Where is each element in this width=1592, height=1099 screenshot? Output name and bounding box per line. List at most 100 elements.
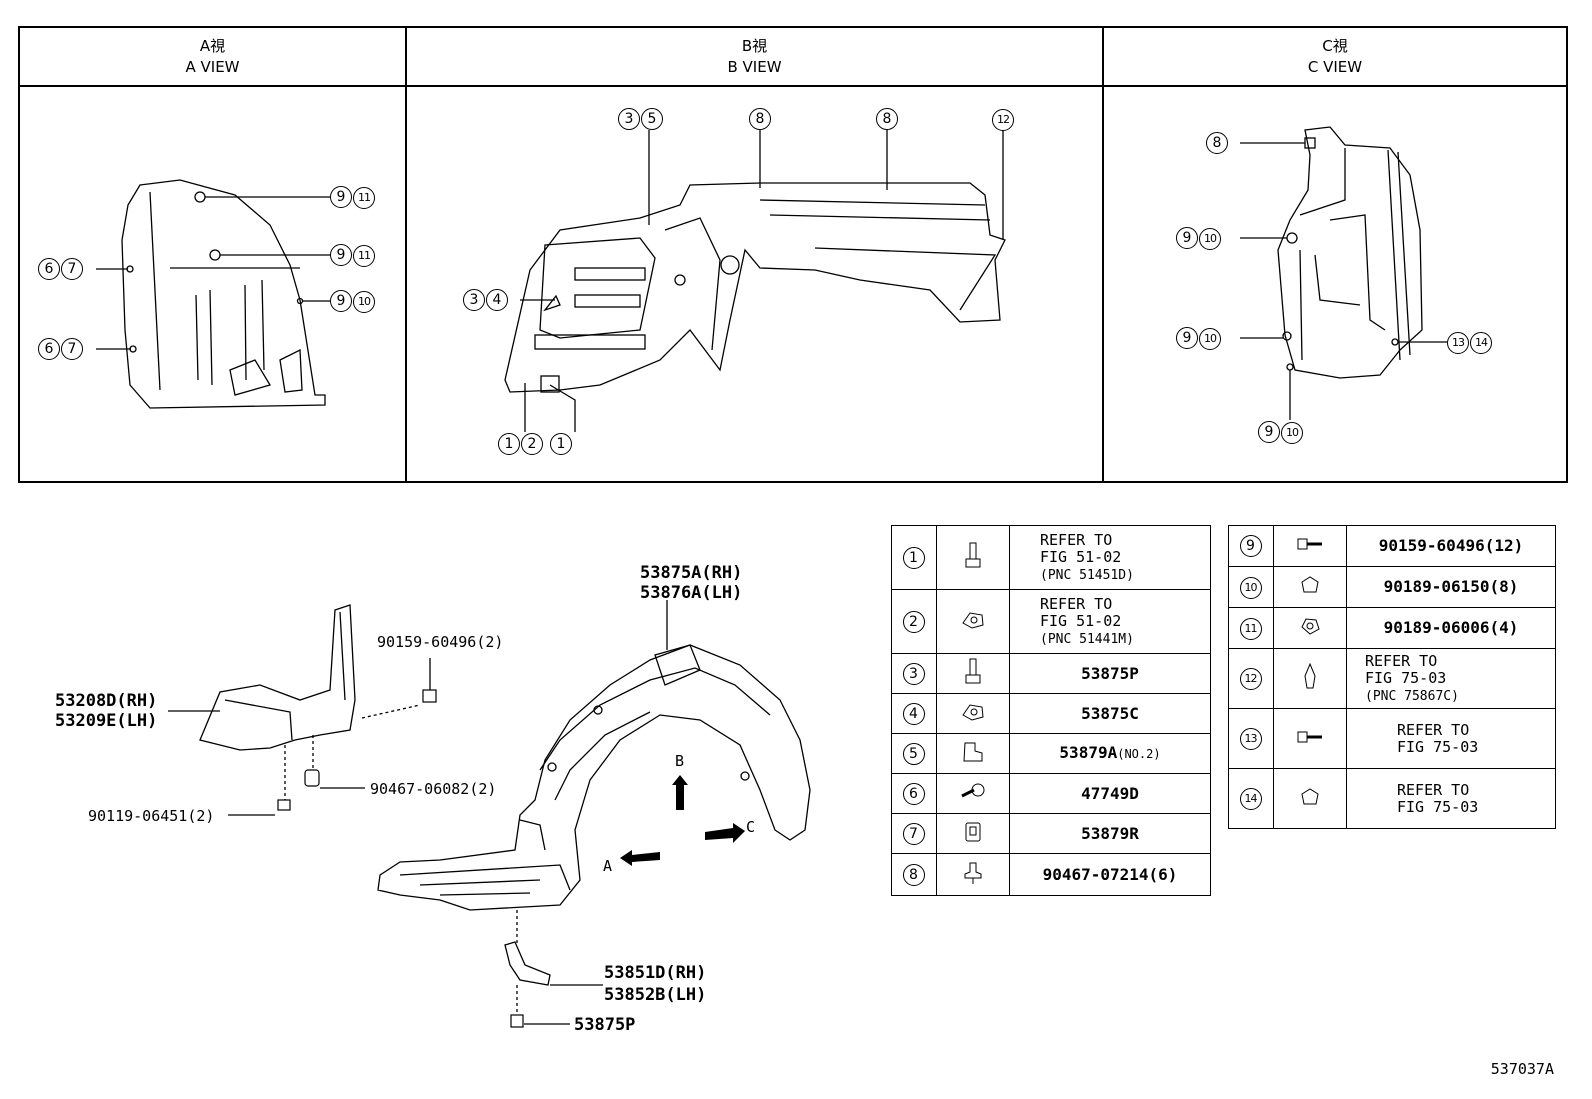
callout-number: 6 — [38, 258, 60, 280]
nut-clip-icon — [936, 693, 1010, 734]
liner-rh-label: 53875A(RH) — [640, 563, 743, 583]
view-b-title-jp: B視 — [741, 37, 768, 55]
view-b-callout: 8 — [749, 108, 772, 130]
legend-ref-line: FIG 51-02 — [1040, 611, 1122, 630]
view-frame — [18, 26, 1568, 483]
bolt-icon — [936, 525, 1010, 590]
bolt-label: 90119-06451(2) — [88, 807, 215, 825]
legend-row: 8 90467-07214(6) — [891, 853, 1211, 896]
legend-ref-line: FIG 75-03 — [1397, 797, 1479, 816]
callout-number: 9 — [330, 186, 352, 208]
view-arrows — [620, 775, 745, 866]
legend-number: 11 — [1239, 617, 1262, 640]
arrow-a-icon — [620, 850, 660, 866]
legend-part-number: 53879R — [1009, 813, 1211, 854]
legend-number: 14 — [1239, 788, 1262, 810]
screw-label: 90159-60496(2) — [377, 633, 504, 651]
callout-number: 1 — [498, 433, 520, 455]
callout-number: 1 — [550, 433, 572, 455]
legend-table-right: 9 90159-60496(12) 10 90189-06150(8) 11 9… — [1228, 525, 1556, 829]
legend-row: 3 53875P — [891, 653, 1211, 694]
legend-part-number: 90159-60496(12) — [1346, 525, 1556, 567]
legend-part-number: 90467-07214(6) — [1009, 853, 1211, 896]
view-b-callout: 12 — [992, 108, 1015, 131]
lower-bracket-drawing — [504, 910, 603, 1025]
legend-number: 5 — [902, 742, 925, 765]
legend-ref-pnc: (PNC 51441M) — [1040, 631, 1134, 647]
callout-number: 11 — [353, 245, 375, 267]
legend-table-left: 1 REFER TO FIG 51-02 (PNC 51451D) 2 REFE… — [891, 525, 1211, 896]
legend-number: 7 — [902, 822, 925, 845]
callout-number: 10 — [1281, 422, 1303, 444]
legend-number: 4 — [902, 702, 925, 725]
grommet-nut-icon — [1273, 607, 1347, 649]
bolt-icon — [510, 1014, 524, 1028]
legend-part-number: 47749D — [1009, 773, 1211, 814]
legend-row: 6 47749D — [891, 773, 1211, 814]
view-divider — [1102, 26, 1104, 483]
legend-ref-line: FIG 75-03 — [1365, 668, 1447, 687]
view-b-callout: 8 — [876, 108, 899, 130]
callout-number: 5 — [641, 108, 663, 130]
legend-row: 9 90159-60496(12) — [1228, 525, 1556, 567]
arrow-b-label: B — [675, 752, 685, 770]
legend-ref-pnc: (PNC 75867C) — [1365, 688, 1459, 704]
view-a-drawing — [96, 179, 330, 409]
callout-number: 3 — [618, 108, 640, 130]
bracket-rh-label: 53851D(RH) — [604, 963, 707, 983]
legend-row: 5 53879A(NO.2) — [891, 733, 1211, 774]
legend-row: 14 REFER TO FIG 75-03 — [1228, 768, 1556, 829]
arrow-a-label: A — [603, 857, 613, 875]
legend-number: 2 — [902, 610, 925, 633]
clip-icon — [304, 769, 320, 787]
grommet-icon — [1273, 566, 1347, 608]
legend-number: 1 — [902, 546, 925, 569]
legend-ref-line: REFER TO — [1397, 720, 1470, 739]
callout-number: 9 — [1176, 327, 1198, 349]
legend-part-number: 90189-06150(8) — [1346, 566, 1556, 608]
arrow-c-label: C — [746, 818, 756, 836]
callout-number: 3 — [463, 289, 485, 311]
seal-drawing — [168, 604, 431, 816]
legend-ref-line: REFER TO — [1365, 651, 1438, 670]
callout-number: 7 — [61, 258, 83, 280]
push-clip-icon — [936, 853, 1010, 896]
view-c-title-jp: C視 — [1322, 37, 1348, 55]
legend-number: 6 — [902, 782, 925, 805]
view-c-title-en: C VIEW — [1307, 58, 1363, 76]
callout-number: 9 — [1176, 227, 1198, 249]
callout-number: 9 — [330, 244, 352, 266]
callout-number: 11 — [353, 187, 375, 209]
callout-number: 7 — [61, 338, 83, 360]
callout-number: 6 — [38, 338, 60, 360]
retainer-icon — [936, 733, 1010, 774]
screw-grommet-icon — [936, 773, 1010, 814]
bracket-lh-label: 53852B(LH) — [604, 985, 707, 1005]
legend-row: 7 53879R — [891, 813, 1211, 854]
legend-number: 10 — [1239, 576, 1262, 599]
legend-number: 12 — [1239, 668, 1262, 690]
callout-number: 10 — [1199, 228, 1221, 250]
legend-part-number: 53875P — [1009, 653, 1211, 694]
legend-row: 2 REFER TO FIG 51-02 (PNC 51441M) — [891, 589, 1211, 654]
view-a-header: A視 A VIEW — [20, 36, 405, 78]
view-a-title-jp: A視 — [199, 37, 226, 55]
callout-number: 10 — [353, 291, 375, 313]
view-divider — [405, 26, 407, 483]
clip-icon — [936, 813, 1010, 854]
clip-label: 90467-06082(2) — [370, 780, 497, 798]
bottom-bolt-label: 53875P — [574, 1015, 636, 1035]
legend-ref-line: REFER TO — [1040, 530, 1113, 549]
